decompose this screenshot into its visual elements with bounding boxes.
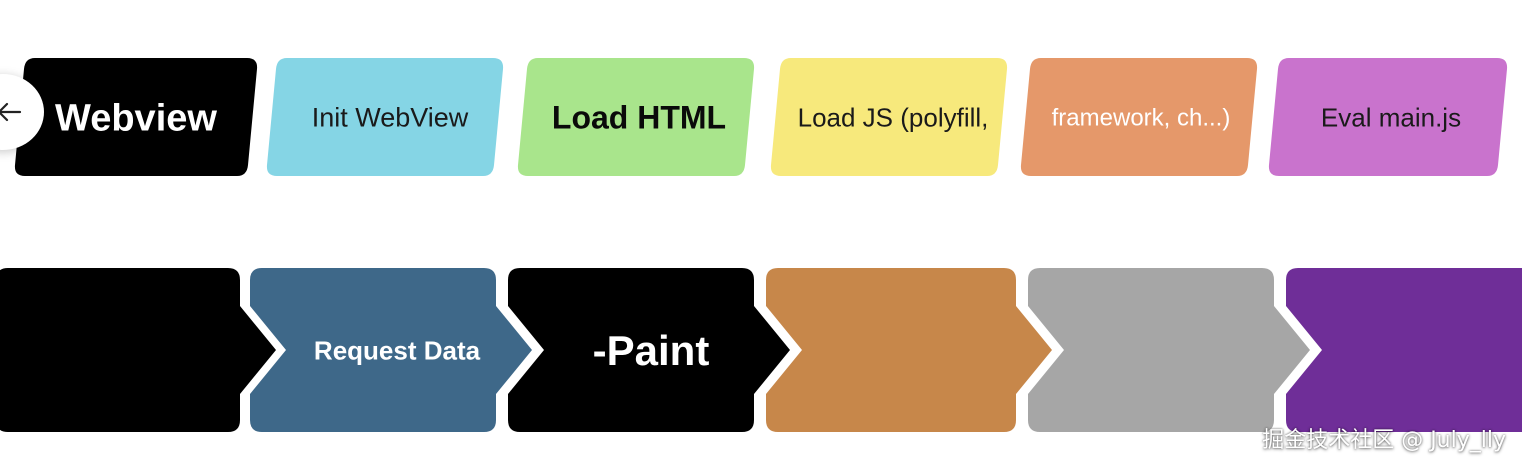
top-step-card bbox=[1020, 58, 1258, 176]
bottom-step-label: Request Data bbox=[314, 335, 481, 365]
top-step-label: Load HTML bbox=[552, 100, 726, 136]
top-step-card bbox=[517, 58, 755, 176]
bottom-step-paint: -Paint bbox=[508, 268, 790, 432]
top-step-load-html: Load HTML bbox=[517, 58, 755, 176]
bottom-step-request-data: Request Data bbox=[250, 268, 532, 432]
top-step-card bbox=[770, 58, 1008, 176]
top-step-framework-ch: framework, ch...) bbox=[1020, 58, 1258, 176]
bottom-step-chevron bbox=[250, 268, 532, 432]
bottom-step-chevron bbox=[1028, 268, 1310, 432]
bottom-step-5 bbox=[1028, 268, 1310, 432]
top-row: Webview Init WebView Load HTML Load JS (pol… bbox=[14, 58, 1508, 176]
bottom-step-1 bbox=[0, 268, 276, 432]
bottom-step-chevron bbox=[766, 268, 1052, 432]
top-step-label: Webview bbox=[55, 98, 217, 140]
top-step-card bbox=[266, 58, 504, 176]
top-step-webview: Webview bbox=[14, 58, 258, 176]
arrow-left-icon bbox=[0, 102, 22, 122]
top-step-label: Eval main.js bbox=[1321, 102, 1461, 132]
bottom-step-6 bbox=[1286, 268, 1522, 432]
top-step-card bbox=[1268, 58, 1508, 176]
top-step-init-webview: Init WebView bbox=[266, 58, 504, 176]
bottom-step-chevron bbox=[0, 268, 276, 432]
top-step-card bbox=[14, 58, 258, 176]
bottom-step-chevron bbox=[508, 268, 790, 432]
top-step-label: framework, ch...) bbox=[1052, 105, 1231, 132]
watermark: 掘金技术社区 @ July_lly bbox=[1262, 428, 1506, 453]
bottom-step-chevron bbox=[1286, 268, 1522, 432]
bottom-step-4 bbox=[766, 268, 1052, 432]
top-step-label: Init WebView bbox=[312, 103, 469, 133]
top-step-load-js-polyfill: Load JS (polyfill, bbox=[770, 58, 1008, 176]
top-step-eval-main-js: Eval main.js bbox=[1268, 58, 1508, 176]
top-step-label: Load JS (polyfill, bbox=[798, 102, 989, 132]
bottom-row: Request Data -Paint bbox=[0, 268, 1522, 432]
bottom-step-label: -Paint bbox=[593, 327, 710, 374]
